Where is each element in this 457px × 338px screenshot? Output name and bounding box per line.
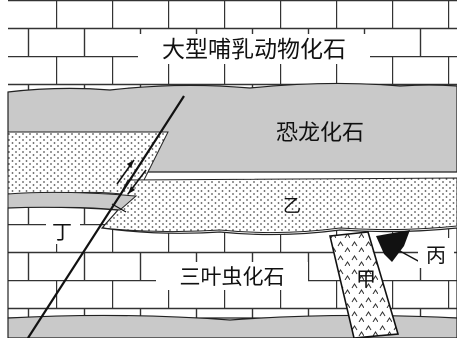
label-bing: 丙	[426, 243, 446, 267]
bottom-gray-layer	[7, 314, 457, 338]
intrusion-jia	[329, 231, 400, 338]
label-jia: 甲	[356, 267, 376, 291]
label-yi: 乙	[283, 196, 301, 217]
label-trilobite-fossil: 三叶虫化石	[180, 265, 285, 289]
bing-pointer	[397, 249, 421, 263]
label-dinosaur-fossil: 恐龙化石	[276, 121, 364, 146]
fault-line	[27, 95, 185, 338]
intrusion-bing	[376, 230, 410, 262]
label-mammal-fossil: 大型哺乳动物化石	[162, 37, 346, 63]
label-ding: 丁	[52, 220, 72, 244]
dotted-layer-yi	[101, 177, 457, 234]
